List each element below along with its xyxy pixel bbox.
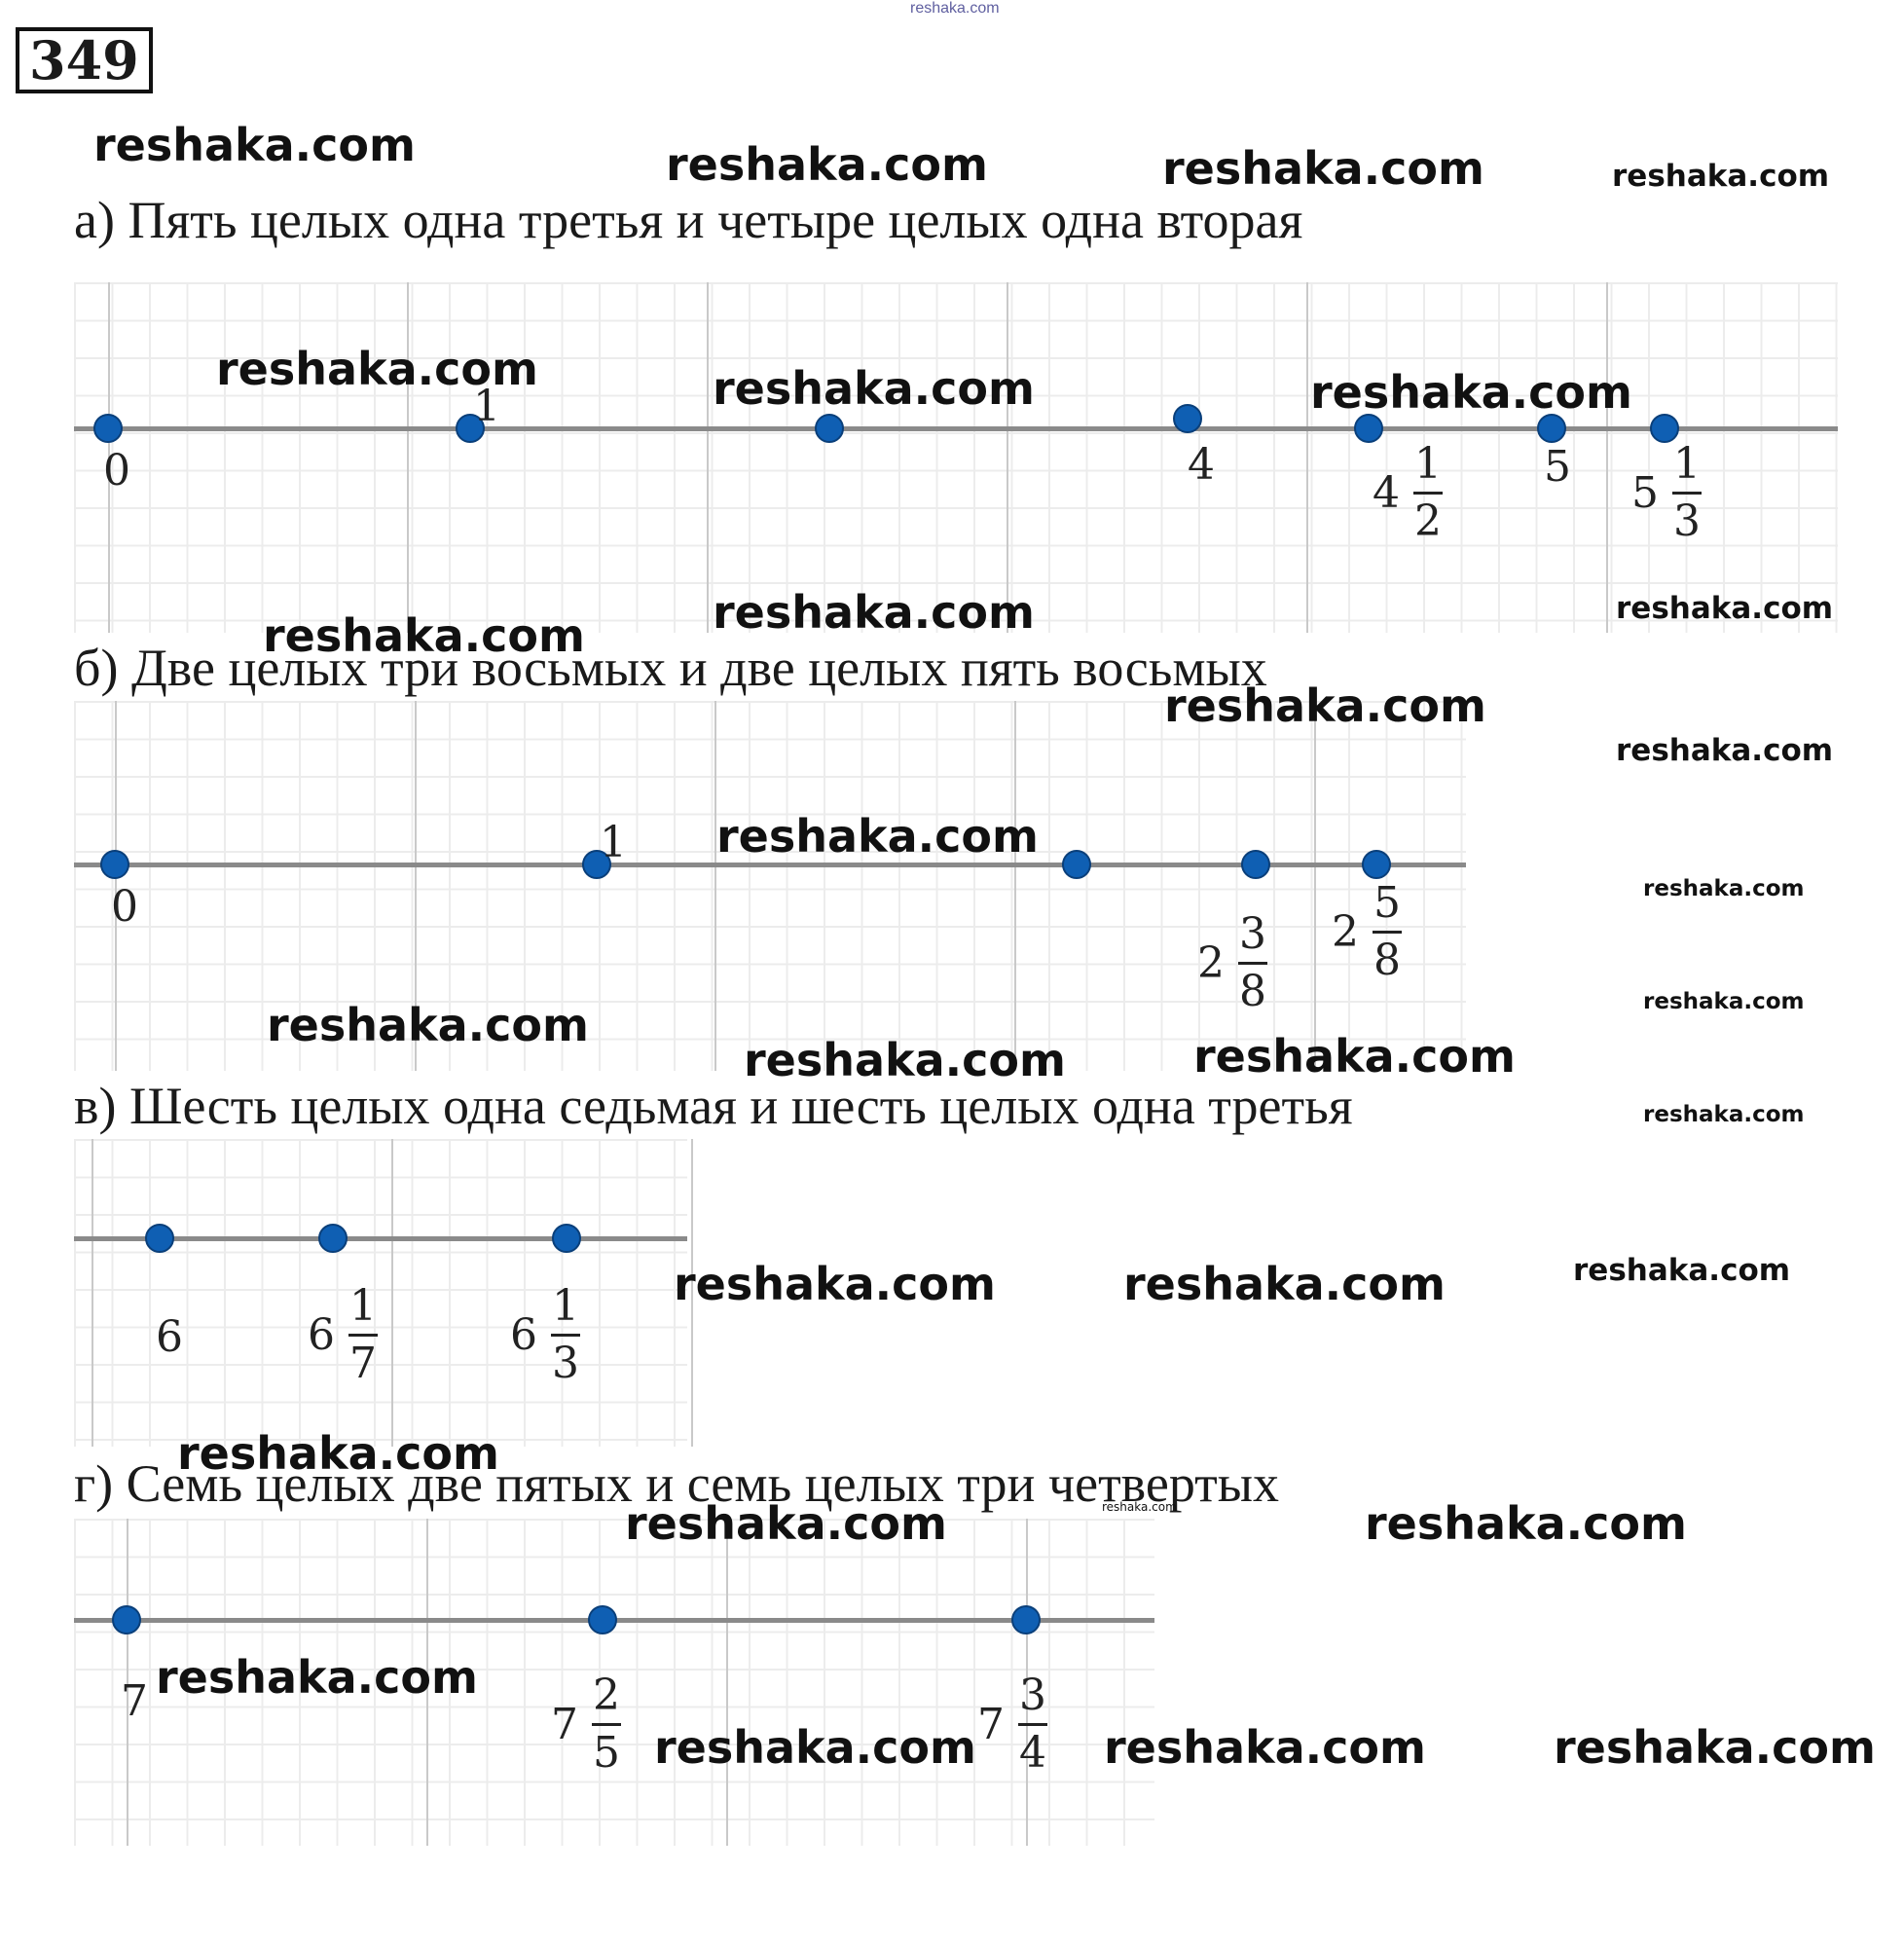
watermark: reshaka.com: [1643, 876, 1805, 901]
watermark: reshaka.com: [1164, 679, 1486, 732]
label-a-4: 4: [1188, 440, 1215, 490]
label-b-0: 0: [111, 882, 138, 932]
watermark: reshaka.com: [1310, 366, 1632, 419]
label-a-5: 5: [1544, 442, 1571, 492]
point-b-1: [582, 850, 611, 879]
watermark: reshaka.com: [156, 1651, 478, 1704]
heading-a: а) Пять целых одна третья и четыре целых…: [74, 191, 1303, 249]
point-d-2: [1011, 1605, 1041, 1634]
watermark: reshaka.com: [1573, 1253, 1791, 1288]
watermark: reshaka.com: [1616, 591, 1834, 626]
point-b-4: [1362, 850, 1391, 879]
axis-a: [74, 426, 1838, 431]
watermark: reshaka.com: [1643, 989, 1805, 1014]
point-a-4: [1354, 414, 1383, 443]
axis-c: [74, 1236, 687, 1241]
point-d-1: [588, 1605, 617, 1634]
problem-number: 349: [16, 27, 153, 93]
point-a-3: [1173, 404, 1202, 433]
watermark: reshaka.com: [1193, 1030, 1516, 1083]
axis-b: [74, 863, 1466, 867]
heading-b: б) Две целых три восьмых и две целых пят…: [74, 639, 1267, 697]
watermark: reshaka.com: [1612, 159, 1830, 194]
watermark: reshaka.com: [263, 609, 585, 662]
watermark: reshaka.com: [713, 586, 1035, 639]
header-watermark: reshaka.com: [910, 0, 1000, 17]
watermark: reshaka.com: [1123, 1258, 1446, 1310]
watermark: reshaka.com: [1643, 1102, 1805, 1127]
point-b-0: [100, 850, 129, 879]
point-a-0: [93, 414, 123, 443]
watermark: reshaka.com: [216, 343, 538, 395]
watermark: reshaka.com: [744, 1034, 1066, 1086]
watermark: reshaka.com: [177, 1427, 499, 1480]
label-c-6: 6: [156, 1312, 183, 1362]
watermark: reshaka.com: [1616, 733, 1834, 768]
point-c-2: [552, 1224, 581, 1253]
heading-c: в) Шесть целых одна седьмая и шесть целы…: [74, 1077, 1353, 1135]
watermark: reshaka.com: [1102, 1500, 1177, 1514]
label-d-7: 7: [121, 1676, 148, 1726]
watermark: reshaka.com: [713, 362, 1035, 415]
point-a-2: [815, 414, 844, 443]
watermark: reshaka.com: [716, 810, 1039, 863]
point-c-0: [145, 1224, 174, 1253]
watermark: reshaka.com: [625, 1497, 947, 1550]
point-c-1: [318, 1224, 348, 1253]
heading-d: г) Семь целых две пятых и семь целых три…: [74, 1454, 1279, 1513]
point-a-6: [1650, 414, 1679, 443]
watermark: reshaka.com: [1104, 1721, 1426, 1774]
label-b-1: 1: [600, 818, 627, 867]
watermark: reshaka.com: [674, 1258, 996, 1310]
label-a-0: 0: [103, 446, 130, 496]
point-b-3: [1241, 850, 1270, 879]
watermark: reshaka.com: [93, 119, 416, 171]
point-a-1: [456, 414, 485, 443]
watermark: reshaka.com: [666, 138, 988, 191]
label-a-1: 1: [473, 382, 500, 431]
watermark: reshaka.com: [267, 999, 589, 1051]
watermark: reshaka.com: [1554, 1721, 1876, 1774]
watermark: reshaka.com: [1365, 1497, 1687, 1550]
watermark: reshaka.com: [1162, 142, 1484, 195]
point-b-2: [1062, 850, 1091, 879]
watermark: reshaka.com: [654, 1721, 976, 1774]
point-d-0: [112, 1605, 141, 1634]
point-a-5: [1537, 414, 1566, 443]
